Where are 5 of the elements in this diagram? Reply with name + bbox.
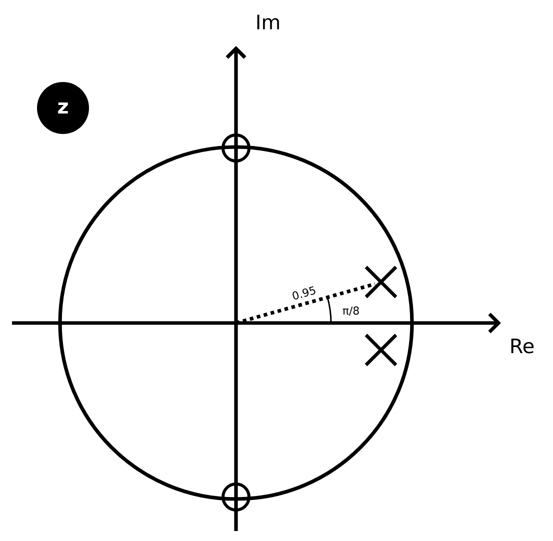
axis-label: Im bbox=[257, 14, 279, 30]
radius-label: 0.95 bbox=[292, 286, 316, 300]
axis-label: Re bbox=[511, 338, 534, 354]
variable-badge: z bbox=[37, 82, 89, 134]
angle-label: π/8 bbox=[342, 306, 359, 316]
